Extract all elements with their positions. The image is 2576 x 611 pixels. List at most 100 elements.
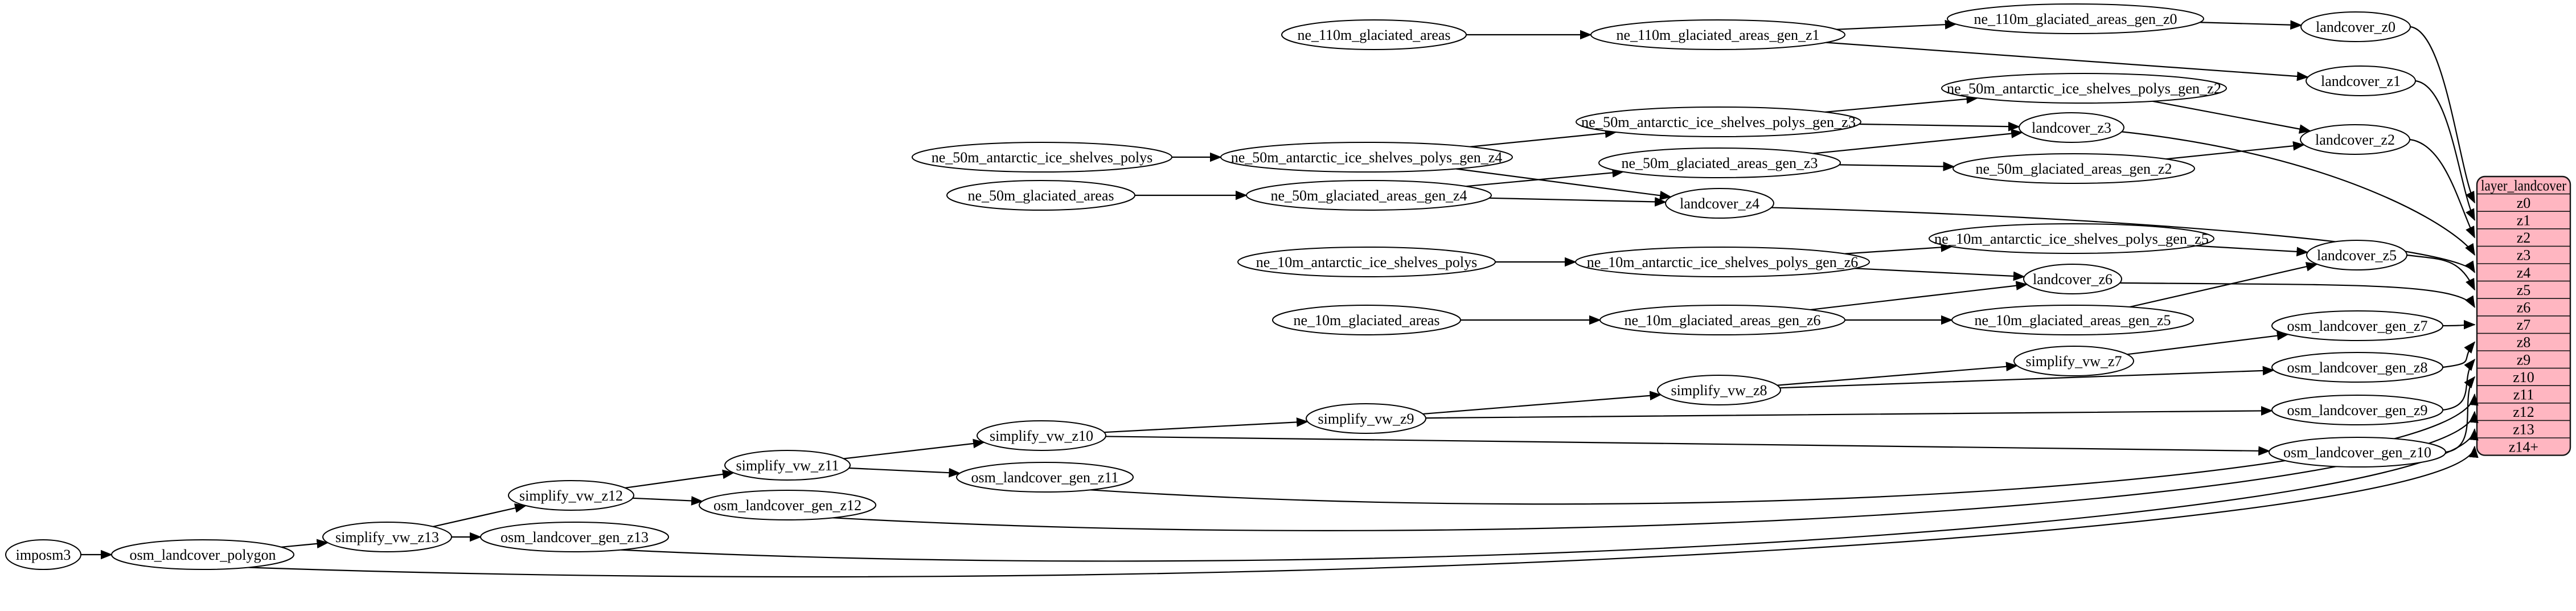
edge-ne_10m_antarctic_ice_shelves_polys_gen_z6--ne_10m_antarctic_ice_shelves_polys_gen_z5 — [1844, 243, 1953, 255]
node-landcover_z6: landcover_z6 — [2023, 264, 2122, 294]
table-layer_landcover: layer_landcoverz0z1z2z3z4z5z6z7z8z9z10z1… — [2476, 175, 2571, 456]
edge-simplify_vw_z12--osm_landcover_gen_z12 — [633, 496, 703, 506]
node-ellipse — [2271, 310, 2443, 341]
edge-ne_50m_glaciated_areas_gen_z4--landcover_z4 — [1489, 197, 1667, 207]
node-label: landcover_z3 — [2032, 120, 2111, 136]
node-label: osm_landcover_gen_z13 — [501, 529, 649, 546]
node-ellipse — [1220, 142, 1513, 173]
table-row-z2: z2 — [2517, 229, 2531, 246]
edge-ne_50m_glaciated_areas_gen_z3--landcover_z3 — [1812, 129, 2023, 154]
table-row-z3: z3 — [2517, 247, 2531, 264]
node-label: ne_50m_antarctic_ice_shelves_polys_gen_z… — [1581, 114, 1856, 130]
edge-simplify_vw_z10--osm_landcover_gen_z10 — [1105, 436, 2271, 456]
node-label: osm_landcover_gen_z12 — [713, 497, 862, 514]
edge-simplify_vw_z8--osm_landcover_gen_z8 — [1779, 366, 2275, 389]
node-simplify_vw_z9: simplify_vw_z9 — [1306, 403, 1426, 434]
node-ellipse — [1576, 106, 1861, 137]
node-osm_landcover_gen_z12: osm_landcover_gen_z12 — [699, 490, 876, 520]
table-row-z1: z1 — [2517, 212, 2531, 229]
node-label: ne_10m_antarctic_ice_shelves_polys_gen_z… — [1934, 231, 2209, 247]
node-osm_landcover_gen_z8: osm_landcover_gen_z8 — [2271, 352, 2443, 383]
node-simplify_vw_z10: simplify_vw_z10 — [977, 420, 1106, 451]
edge-ne_50m_antarctic_ice_shelves_polys_gen_z4--landcover_z4 — [1455, 168, 1672, 200]
node-ne_50m_antarctic_ice_shelves_polys_gen_z3: ne_50m_antarctic_ice_shelves_polys_gen_z… — [1576, 106, 1861, 137]
edge-simplify_vw_z7--osm_landcover_gen_z7 — [2127, 331, 2289, 355]
edge-landcover_z4--layer_landcover-z4 — [1771, 207, 2475, 273]
edge-osm_landcover_gen_z8--layer_landcover-z8 — [2442, 341, 2476, 368]
node-ellipse — [111, 539, 294, 570]
node-label: landcover_z2 — [2315, 132, 2395, 148]
node-ne_10m_antarctic_ice_shelves_polys_gen_z5: ne_10m_antarctic_ice_shelves_polys_gen_z… — [1929, 223, 2214, 254]
node-ellipse — [2306, 240, 2407, 270]
node-label: ne_110m_glaciated_areas — [1297, 27, 1450, 43]
edge-simplify_vw_z10--simplify_vw_z9 — [1104, 417, 1308, 433]
edge-osm_landcover_gen_z9--layer_landcover-z9 — [2442, 359, 2476, 411]
edge-ne_110m_glaciated_areas_gen_z1--landcover_z1 — [1826, 42, 2309, 81]
node-ellipse — [1590, 19, 1845, 50]
node-ne_50m_glaciated_areas_gen_z2: ne_50m_glaciated_areas_gen_z2 — [1952, 153, 2195, 184]
node-label: landcover_z5 — [2317, 247, 2397, 264]
node-osm_landcover_gen_z7: osm_landcover_gen_z7 — [2271, 310, 2443, 341]
node-ellipse — [724, 450, 851, 481]
node-label: simplify_vw_z12 — [519, 487, 623, 504]
node-ellipse — [1947, 3, 2204, 34]
node-ellipse — [699, 490, 876, 520]
node-label: simplify_vw_z13 — [335, 529, 439, 546]
node-ne_10m_glaciated_areas: ne_10m_glaciated_areas — [1272, 305, 1461, 335]
node-ellipse — [2300, 11, 2411, 42]
node-ellipse — [1599, 305, 1845, 335]
edge-landcover_z0--layer_landcover-z0 — [2410, 26, 2475, 204]
node-ellipse — [2023, 264, 2122, 294]
edge-simplify_vw_z13--simplify_vw_z12 — [433, 503, 527, 527]
edge-osm_landcover_gen_z10--layer_landcover-z10 — [2445, 376, 2476, 453]
table-row-z6: z6 — [2517, 300, 2531, 316]
edge-landcover_z1--layer_landcover-z1 — [2415, 80, 2475, 222]
node-ne_10m_glaciated_areas_gen_z6: ne_10m_glaciated_areas_gen_z6 — [1599, 305, 1845, 335]
edge-simplify_vw_z9--simplify_vw_z8 — [1422, 391, 1662, 415]
edge-ne_50m_antarctic_ice_shelves_polys_gen_z2--landcover_z2 — [2152, 100, 2311, 134]
edge-ne_50m_antarctic_ice_shelves_polys_gen_z3--landcover_z3 — [1859, 121, 2020, 132]
node-label: landcover_z6 — [2033, 271, 2113, 288]
node-label: ne_50m_glaciated_areas_gen_z4 — [1270, 187, 1467, 204]
table-row-z9: z9 — [2517, 351, 2531, 368]
node-label: landcover_z0 — [2316, 19, 2395, 35]
edge-ne_50m_antarctic_ice_shelves_polys_gen_z3--ne_50m_antarctic_ice_shelves_polys_gen_z2 — [1825, 94, 1979, 113]
node-label: ne_10m_glaciated_areas_gen_z5 — [1974, 312, 2171, 329]
node-ellipse — [2271, 395, 2443, 425]
node-label: osm_landcover_gen_z9 — [2287, 402, 2428, 419]
node-ellipse — [2300, 124, 2410, 155]
node-simplify_vw_z12: simplify_vw_z12 — [508, 480, 634, 511]
node-ellipse — [1246, 180, 1492, 211]
edge-osm_landcover_gen_z7--layer_landcover-z7 — [2442, 319, 2476, 330]
edge-simplify_vw_z9--osm_landcover_gen_z9 — [1425, 406, 2273, 419]
node-label: ne_50m_glaciated_areas — [968, 187, 1114, 204]
node-osm_landcover_gen_z10: osm_landcover_gen_z10 — [2269, 437, 2446, 468]
node-ne_50m_antarctic_ice_shelves_polys_gen_z4: ne_50m_antarctic_ice_shelves_polys_gen_z… — [1220, 142, 1513, 173]
node-ne_110m_glaciated_areas: ne_110m_glaciated_areas — [1281, 19, 1467, 50]
node-ne_10m_glaciated_areas_gen_z5: ne_10m_glaciated_areas_gen_z5 — [1951, 305, 2194, 335]
node-ellipse — [2306, 65, 2416, 96]
node-landcover_z1: landcover_z1 — [2306, 65, 2416, 96]
table-row-z5: z5 — [2517, 282, 2531, 298]
node-ellipse — [912, 142, 1172, 173]
node-ellipse — [1665, 188, 1774, 219]
edge-simplify_vw_z8--simplify_vw_z7 — [1777, 362, 2018, 386]
node-ellipse — [1929, 223, 2214, 254]
edge-ne_50m_glaciated_areas_gen_z2--landcover_z2 — [2166, 141, 2305, 160]
node-ne_110m_glaciated_areas_gen_z1: ne_110m_glaciated_areas_gen_z1 — [1590, 19, 1845, 50]
node-simplify_vw_z11: simplify_vw_z11 — [724, 450, 851, 481]
node-label: osm_landcover_gen_z8 — [2287, 359, 2428, 376]
node-label: ne_50m_glaciated_areas_gen_z2 — [1975, 161, 2172, 177]
node-label: ne_110m_glaciated_areas_gen_z1 — [1616, 27, 1819, 43]
node-osm_landcover_gen_z13: osm_landcover_gen_z13 — [480, 522, 669, 552]
node-ellipse — [977, 420, 1106, 451]
edge-simplify_vw_z11--simplify_vw_z10 — [843, 438, 985, 460]
node-label: ne_10m_antarctic_ice_shelves_polys — [1256, 254, 1477, 270]
node-ellipse — [2271, 352, 2443, 383]
node-ellipse — [1272, 305, 1461, 335]
node-simplify_vw_z13: simplify_vw_z13 — [322, 522, 452, 552]
node-ellipse — [480, 522, 669, 552]
table-row-z4: z4 — [2517, 264, 2531, 281]
